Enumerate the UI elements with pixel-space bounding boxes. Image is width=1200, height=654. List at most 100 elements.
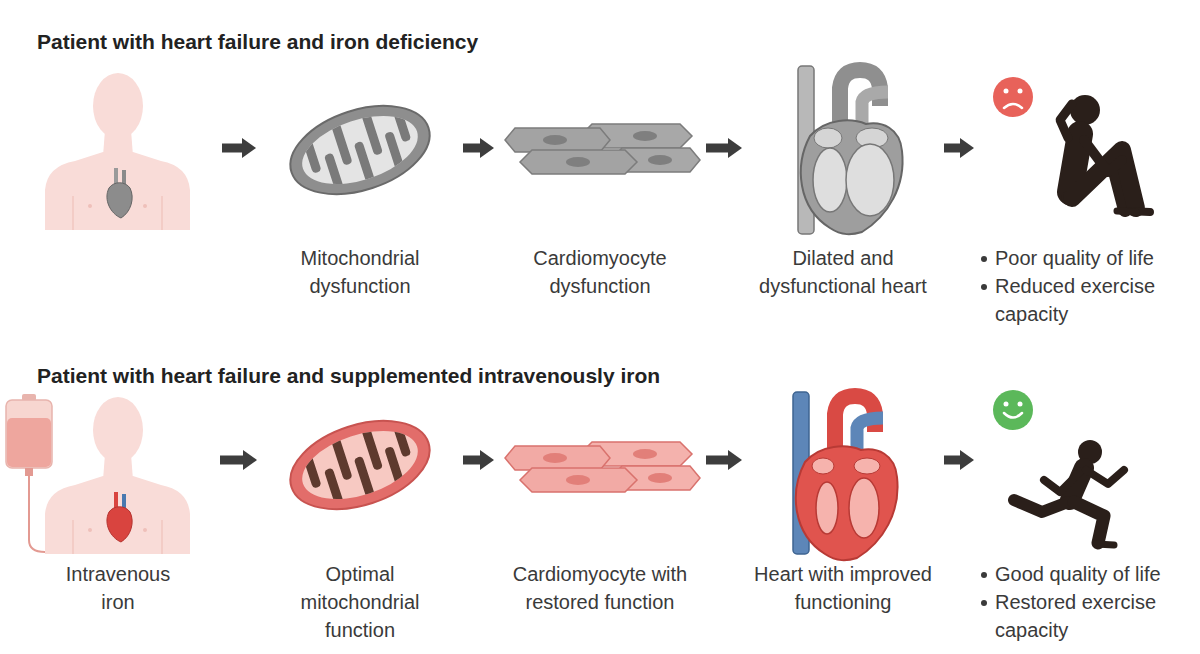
mitochondrion — [279, 405, 441, 526]
cardiomyocytes — [648, 155, 672, 165]
bullet-row: Poor quality of life — [978, 244, 1193, 272]
mitochondrion — [294, 418, 427, 512]
patient-body — [45, 476, 190, 554]
flow-arrow — [220, 456, 243, 465]
running-person — [1044, 472, 1080, 492]
heart — [846, 144, 894, 216]
outcome-node: Good quality of lifeRestored exercise ca… — [978, 395, 1193, 644]
cardiomyocytes — [520, 150, 637, 174]
outcome-text: Poor quality of life — [995, 244, 1170, 272]
sad-face — [1018, 89, 1023, 94]
outcome-text: Reduced exercise capacity — [995, 272, 1170, 328]
happy-face — [1004, 413, 1022, 418]
sitting-person — [1117, 211, 1136, 212]
running-person — [1086, 470, 1124, 484]
flow-arrow — [706, 456, 728, 465]
mitochondrion — [330, 121, 352, 166]
bullet-dot — [981, 256, 987, 262]
cardiomyocytes — [543, 453, 567, 463]
stage-node: Optimal mitochondrial function — [261, 395, 459, 644]
iv-bag — [29, 476, 45, 552]
stage-caption: Cardiomyocyte with restored function — [505, 560, 695, 616]
stage-node: Intravenous iron — [20, 395, 216, 616]
stage-node: Cardiomyocyte with restored function — [498, 395, 702, 616]
stage-caption: Cardiomyocyte dysfunction — [505, 244, 695, 300]
row-heading: Patient with heart failure and supplemen… — [37, 362, 660, 390]
flow-arrow — [944, 144, 960, 153]
cardiomyocytes — [648, 473, 672, 483]
sad-face — [1004, 89, 1009, 94]
stage-node: Heart with improved functioning — [746, 395, 940, 616]
patient-body — [45, 152, 190, 230]
flow-arrow — [222, 144, 242, 153]
running-person — [1074, 502, 1104, 543]
cardiomyocytes — [520, 468, 637, 492]
outcome-node: Poor quality of lifeReduced exercise cap… — [978, 68, 1193, 328]
heart — [813, 148, 847, 212]
flow-arrow — [222, 138, 256, 158]
bullet-dot — [981, 600, 987, 606]
stage-node: Mitochondrial dysfunction — [261, 68, 459, 300]
stage-caption: Intravenous iron — [53, 560, 183, 616]
mitochondrion — [361, 426, 383, 471]
mitochondrion — [294, 103, 427, 197]
sitting-person — [1084, 140, 1122, 172]
outcome-text: Restored exercise capacity — [995, 588, 1170, 644]
bullet-dot — [981, 284, 987, 290]
patient-body — [107, 507, 132, 542]
cardiomyocytes — [633, 449, 657, 459]
cardiomyocytes — [505, 446, 610, 470]
bullet-row: Restored exercise capacity — [978, 588, 1193, 644]
sad-face — [993, 77, 1033, 117]
stage-caption: Mitochondrial dysfunction — [275, 244, 445, 300]
stage-caption: Heart with improved functioning — [750, 560, 936, 616]
mitochondrion — [390, 417, 411, 458]
mitochondrion — [279, 405, 441, 526]
flow-arrow — [463, 456, 480, 465]
mitochondrion — [390, 102, 411, 143]
heart — [801, 120, 903, 234]
mitochondrion — [279, 90, 441, 211]
sitting-person — [1070, 95, 1100, 125]
stage-caption: Dilated and dysfunctional heart — [750, 244, 936, 300]
patient-body — [45, 73, 190, 230]
cardiomyocytes — [505, 124, 700, 174]
mitochondrion — [300, 417, 421, 516]
stage-node: Cardiomyocyte dysfunction — [498, 68, 702, 300]
happy-face — [1018, 402, 1023, 407]
cardiomyocytes — [566, 475, 590, 485]
patient-body — [143, 528, 147, 532]
mitochondrion — [300, 131, 322, 174]
outcome-text: Good quality of life — [995, 560, 1170, 588]
mitochondrion — [330, 436, 352, 481]
iv-bag — [6, 400, 52, 468]
heart — [816, 482, 838, 534]
mitochondrion — [361, 111, 383, 156]
mitochondrion — [300, 446, 322, 489]
patient-body — [88, 528, 92, 532]
iv-bag — [25, 468, 33, 476]
sad-face — [1004, 104, 1022, 108]
running-person — [1014, 500, 1068, 512]
stage-node: Dilated and dysfunctional heart — [746, 68, 940, 300]
row-heading: Patient with heart failure and iron defi… — [37, 28, 478, 56]
happy-face — [993, 390, 1033, 430]
patient-body — [88, 204, 92, 208]
sitting-person — [1060, 104, 1072, 138]
heart — [798, 66, 903, 234]
patient-body — [107, 183, 132, 218]
sitting-person — [1060, 95, 1150, 212]
cardiomyocytes — [505, 442, 700, 492]
happy-face — [993, 390, 1033, 430]
cardiomyocytes — [543, 135, 567, 145]
mitochondrion — [279, 90, 441, 211]
running-person — [1096, 544, 1114, 545]
heart — [854, 458, 880, 474]
heart — [849, 478, 879, 538]
iv-bag — [6, 394, 52, 552]
happy-face — [1004, 402, 1009, 407]
heart — [812, 458, 834, 474]
